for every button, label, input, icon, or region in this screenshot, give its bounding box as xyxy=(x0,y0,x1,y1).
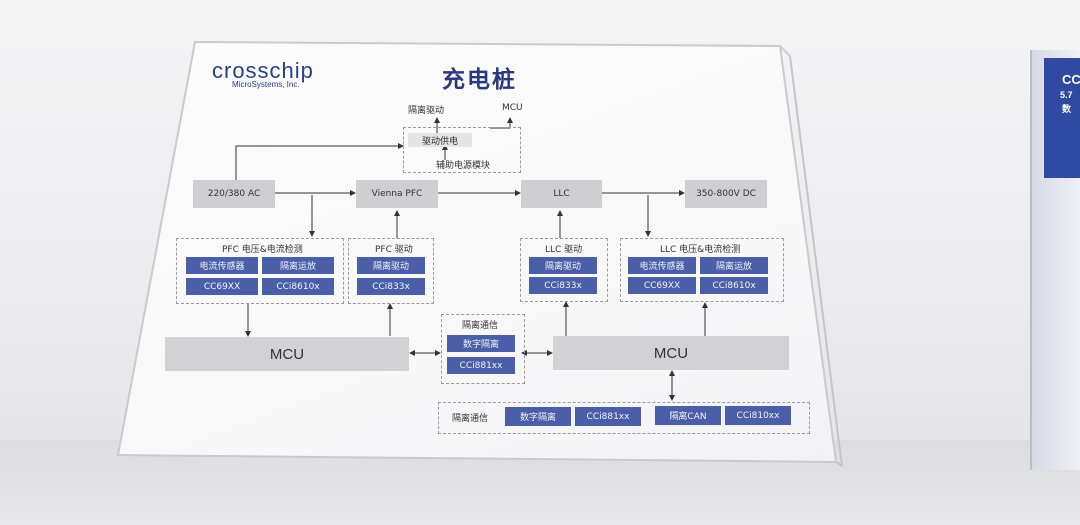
mid-iso-comm-title: 隔离通信 xyxy=(462,321,499,331)
bottom-iso-can-box: 隔离CAN xyxy=(655,406,721,425)
adjacent-display-panel xyxy=(1044,58,1080,178)
mid-iso-comm-group xyxy=(441,314,525,384)
llc-box: LLC xyxy=(521,180,602,208)
bottom-iso-comm-title: 隔离通信 xyxy=(452,414,489,424)
pfc-current-sensor-box: 电流传感器 xyxy=(186,257,258,274)
pfc-cci8610x-box: CCi8610x xyxy=(262,278,334,295)
llc-cci833x-box: CCi833x xyxy=(529,277,597,294)
label-iso-driver-top: 隔离驱动 xyxy=(408,106,445,116)
pfc-iso-driver-box: 隔离驱动 xyxy=(357,257,425,274)
brand-logo-subtitle: MicroSystems, Inc. xyxy=(232,80,300,89)
page-title: 充电桩 xyxy=(442,67,517,93)
label-aux-power-module: 辅助电源模块 xyxy=(436,161,491,171)
pfc-cc69xx-box: CC69XX xyxy=(186,278,258,295)
llc-cc69xx-box: CC69XX xyxy=(628,277,696,294)
bottom-cci810xx-box: CCi810xx xyxy=(725,406,791,425)
mcu-left-box: MCU xyxy=(165,337,409,371)
aux-power-group xyxy=(403,127,521,173)
pfc-cci833x-box: CCi833x xyxy=(357,278,425,295)
pfc-drive-title: PFC 驱动 xyxy=(375,245,413,255)
bottom-iso-comm-group xyxy=(438,402,810,434)
llc-sense-group xyxy=(620,238,784,302)
dc-output-box: 350-800V DC xyxy=(685,180,767,208)
adjacent-display-stand: CC 5.7 数 xyxy=(1030,50,1080,470)
llc-drive-title: LLC 驱动 xyxy=(545,245,583,255)
llc-sense-title: LLC 电压&电流检测 xyxy=(660,245,741,255)
mcu-right-box: MCU xyxy=(553,336,789,370)
side-text-1: CC xyxy=(1062,72,1080,87)
llc-cci8610x-box: CCi8610x xyxy=(700,277,768,294)
mid-digital-iso-box: 数字隔离 xyxy=(447,335,515,352)
brand-logo: crosschip xyxy=(212,58,314,83)
llc-iso-driver-box: 隔离驱动 xyxy=(529,257,597,274)
bottom-digital-iso-box: 数字隔离 xyxy=(505,407,571,426)
pfc-iso-amp-box: 隔离运放 xyxy=(262,257,334,274)
vienna-pfc-box: Vienna PFC xyxy=(356,180,438,208)
side-text-3: 数 xyxy=(1062,104,1072,114)
pfc-drive-group xyxy=(348,238,434,304)
llc-current-sensor-box: 电流传感器 xyxy=(628,257,696,274)
ac-input-box: 220/380 AC xyxy=(193,180,275,208)
drive-supply-box: 驱动供电 xyxy=(408,133,472,147)
pfc-sense-group xyxy=(176,238,344,304)
llc-iso-amp-box: 隔离运放 xyxy=(700,257,768,274)
bottom-cci881xx-box: CCi881xx xyxy=(575,407,641,426)
pfc-sense-title: PFC 电压&电流检测 xyxy=(222,245,303,255)
label-mcu-top: MCU xyxy=(502,103,523,113)
llc-drive-group xyxy=(520,238,608,302)
mid-cci881xx-box: CCi881xx xyxy=(447,357,515,374)
side-text-2: 5.7 xyxy=(1060,90,1073,100)
